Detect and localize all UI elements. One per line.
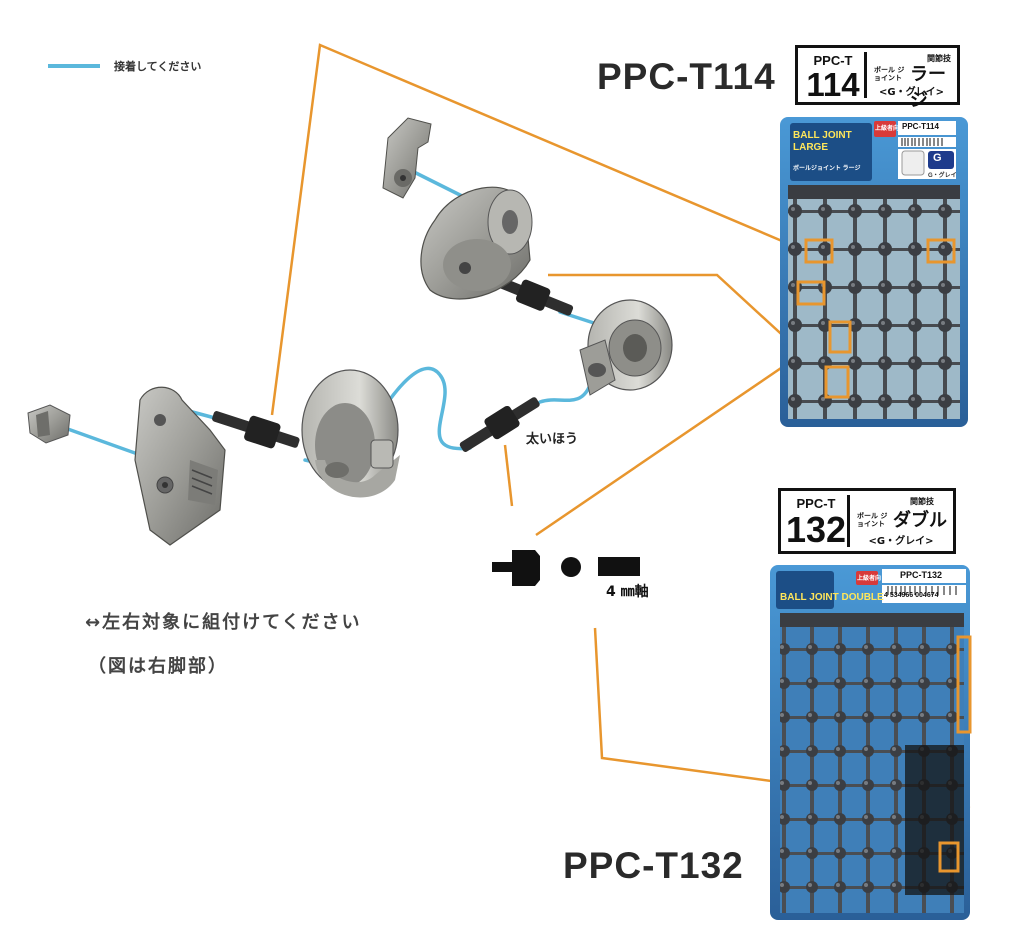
small-clip-left [27, 404, 71, 444]
badge-number: 114 [806, 66, 860, 103]
ball-shape [561, 557, 581, 577]
badge-category: 関節技 [927, 54, 951, 63]
badge-category: 関節技 [910, 497, 934, 506]
card-barcode-t132: 4 534966 004674 [884, 592, 939, 599]
badge-info: 関節技 ボール ジョイント ダブル <G・グレイ> [855, 494, 947, 548]
card-grade-label-t114: G・グレイ [928, 173, 957, 179]
hip-joint-part [420, 186, 533, 300]
badge-color: <G・グレイ> [868, 536, 934, 547]
mirror-assembly-note: ↔左右対象に組付けてください [85, 612, 362, 633]
right-leg-note: （図は右脚部） [88, 656, 228, 677]
product-badge-t132: PPC-T 132 関節技 ボール ジョイント ダブル <G・グレイ> [778, 488, 956, 554]
badge-color: <G・グレイ> [879, 87, 944, 98]
thick-side-label: 太いほう [526, 428, 579, 447]
product-card-t132 [770, 565, 972, 920]
legend-label: 接着してください [114, 60, 202, 73]
leader-line-t114-top [270, 43, 809, 416]
card-title-en-t132: BALL JOINT DOUBLE [780, 592, 884, 603]
card-badge-t114: 上級者向 [875, 126, 900, 132]
card-badge-t132: 上級者向 [857, 576, 882, 582]
badge-name: ラージ [910, 64, 946, 111]
connector-lower-left [212, 411, 300, 449]
badge-subtitle: ボール ジョイント [857, 512, 888, 528]
badge-series: PPC-T [813, 53, 853, 68]
shaft-socket-shape [512, 550, 540, 586]
badge-series: PPC-T [796, 496, 836, 511]
badge-number-block: PPC-T 132 [785, 495, 850, 550]
card-code-t114: PPC-T114 [902, 122, 939, 131]
badge-number-block: PPC-T 114 [802, 52, 867, 102]
badge-number: 132 [785, 509, 847, 550]
card-grade-t114: G [933, 152, 942, 164]
product-badge-t114: PPC-T 114 関節技 ボール ジョイント ラージ <G・グレイ> [795, 45, 960, 111]
callout-shapes [492, 550, 640, 586]
badge-name: ダブル [893, 510, 947, 531]
product-code-t114: PPC-T114 [597, 56, 776, 97]
connector-lower-right [459, 397, 540, 452]
ball-socket-part [579, 299, 673, 396]
badge-subtitle: ボール ジョイント [874, 66, 905, 82]
card-title-jp-t114: ボールジョイント ラージ [793, 166, 861, 172]
product-card-t114 [780, 117, 968, 427]
card-title-en-t114: BALL JOINT LARGE [793, 130, 852, 153]
leader-line-callout [503, 444, 514, 507]
shaft-size-label: 4 ㎜軸 [606, 584, 649, 600]
product-code-t132: PPC-T132 [563, 845, 744, 886]
badge-info: 関節技 ボール ジョイント ラージ <G・グレイ> [872, 51, 951, 111]
socket-part-center [301, 369, 400, 498]
leg-bracket-part [134, 386, 226, 546]
shaft-bar-shape [598, 557, 640, 576]
top-clip-part [382, 117, 432, 199]
shaft-thick-end [492, 562, 512, 572]
card-code-t132: PPC-T132 [900, 570, 943, 580]
